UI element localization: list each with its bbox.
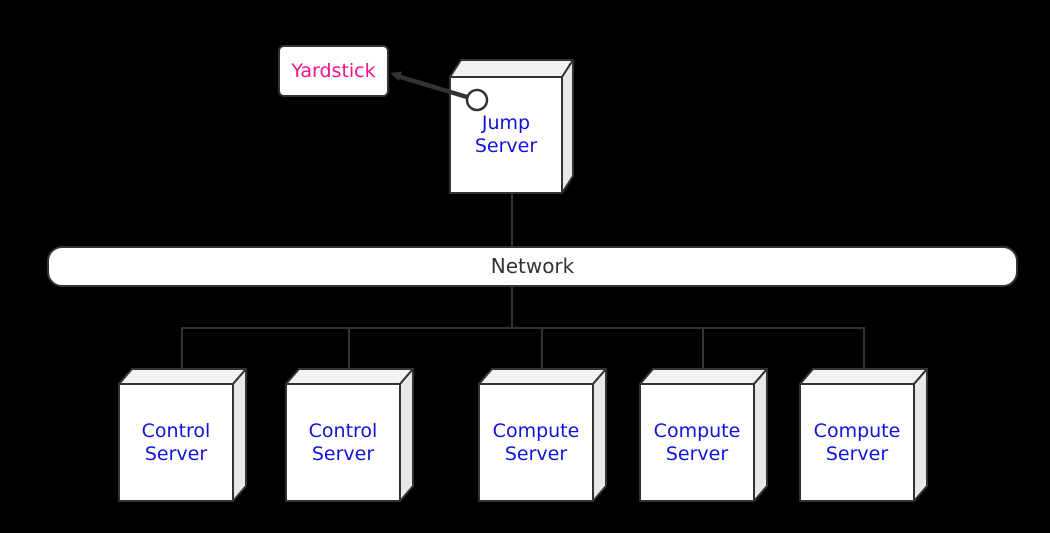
jump-server-side-face [561, 59, 574, 194]
yardstick-arrow [390, 71, 468, 100]
box-top-face [285, 368, 414, 385]
box-side-face [592, 368, 607, 502]
control-server-2-node [285, 368, 414, 502]
network-node [47, 246, 1018, 287]
box-front-face [639, 383, 755, 502]
arrow-head [390, 71, 402, 81]
box-top-face [799, 368, 928, 385]
compute-server-2-node [639, 368, 768, 502]
yardstick-node [278, 45, 389, 97]
box-front-face [118, 383, 234, 502]
arrow-shaft [398, 74, 468, 100]
server-nodes [118, 368, 928, 502]
jump-server-node [449, 59, 574, 194]
edge-lines [181, 193, 865, 376]
box-side-face [399, 368, 414, 502]
circle-connector-port [465, 88, 489, 112]
jump-server-top-face [449, 59, 574, 78]
box-front-face [478, 383, 594, 502]
jump-server-front-face [449, 76, 563, 194]
compute-server-1-node [478, 368, 607, 502]
box-top-face [478, 368, 607, 385]
compute-server-3-node [799, 368, 928, 502]
box-top-face [118, 368, 247, 385]
box-front-face [285, 383, 401, 502]
box-front-face [799, 383, 915, 502]
control-server-1-node [118, 368, 247, 502]
box-top-face [639, 368, 768, 385]
box-side-face [753, 368, 768, 502]
box-side-face [232, 368, 247, 502]
box-side-face [913, 368, 928, 502]
